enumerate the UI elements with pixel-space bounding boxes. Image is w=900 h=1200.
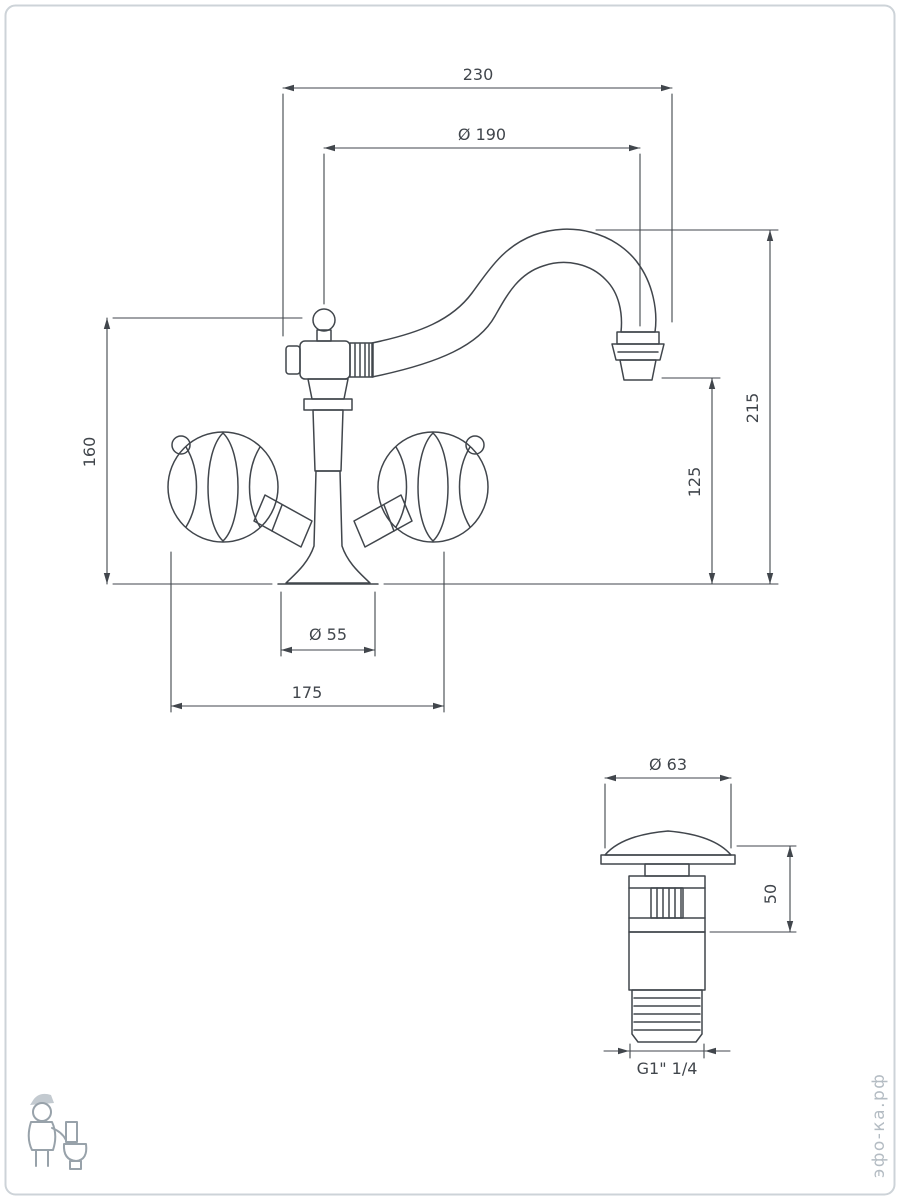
dim-55-label: Ø 55 — [309, 625, 347, 644]
drain-cap — [604, 830, 732, 856]
dim-175-label: 175 — [292, 683, 323, 702]
faucet-outline-drawing — [167, 228, 665, 585]
dim-160-label: 160 — [80, 437, 99, 468]
faucet-aerator — [611, 331, 665, 381]
faucet-base — [285, 470, 371, 584]
drain-knurl — [650, 887, 684, 919]
dim-160 — [103, 317, 303, 585]
dim-215 — [383, 229, 779, 585]
dim-55 — [280, 591, 376, 657]
dim-63 — [604, 774, 732, 849]
dim-190 — [323, 144, 641, 327]
dim-230 — [282, 84, 673, 337]
dimension-labels: 230 Ø 190 160 215 125 Ø 55 175 Ø 63 50 G… — [80, 65, 780, 1078]
page-border — [4, 4, 896, 1196]
faucet-spout — [371, 228, 657, 378]
watermark-text: эфо-ка.рф — [869, 1073, 889, 1178]
dimension-lines — [103, 84, 797, 1059]
dim-50-label: 50 — [761, 884, 780, 904]
faucet-left-handle — [167, 431, 313, 548]
dim-230-label: 230 — [463, 65, 494, 84]
dim-175 — [170, 551, 445, 713]
linework — [103, 84, 797, 1059]
thread-label: G1" 1/4 — [637, 1059, 698, 1078]
dim-125-label: 125 — [685, 467, 704, 498]
faucet-right-handle — [353, 431, 489, 548]
dim-63-label: Ø 63 — [649, 755, 687, 774]
dim-50 — [709, 845, 797, 933]
dim-215-label: 215 — [743, 393, 762, 424]
drain-thread — [631, 989, 703, 1043]
drain-outline-drawing — [600, 830, 736, 1043]
dim-190-label: Ø 190 — [458, 125, 506, 144]
plumber-logo-icon — [27, 1093, 88, 1170]
dim-thread — [603, 1043, 731, 1059]
dim-125 — [661, 377, 721, 585]
faucet-finial — [312, 308, 336, 332]
